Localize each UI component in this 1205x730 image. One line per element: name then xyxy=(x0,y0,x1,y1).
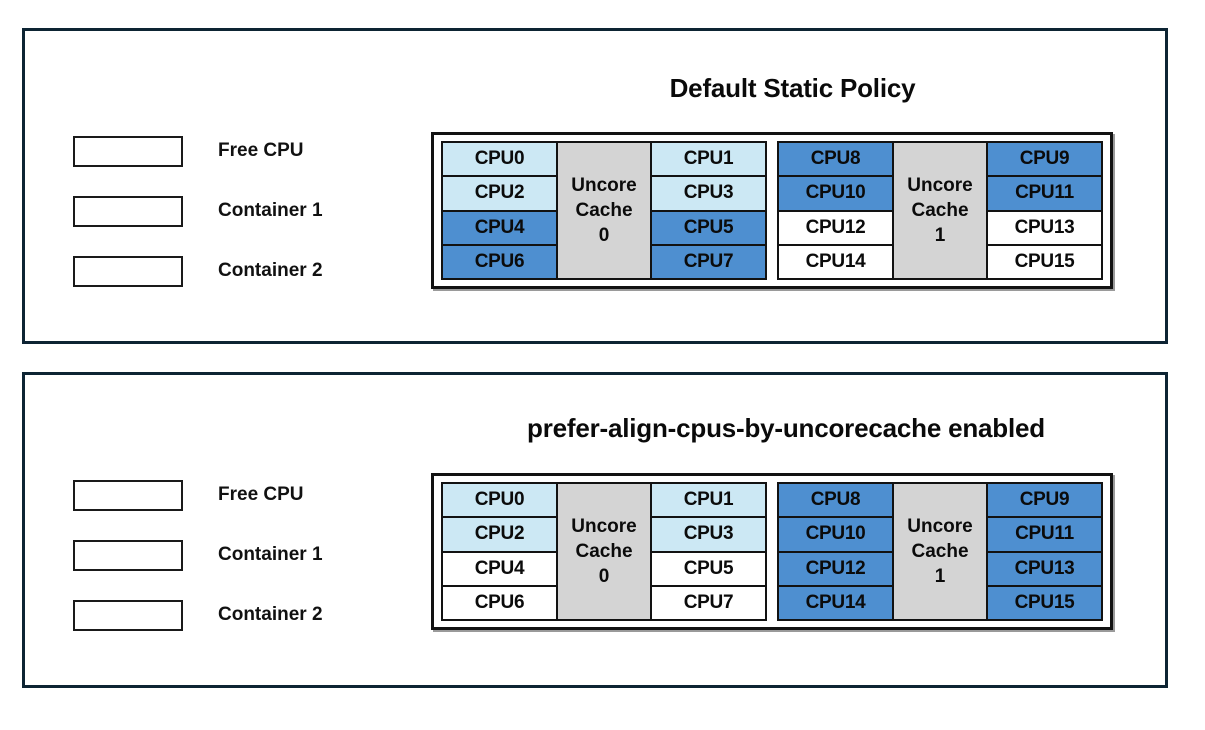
uncore-cache-line-3: 1 xyxy=(934,225,946,247)
cpu-column-right: CPU1 CPU3 CPU5 CPU7 xyxy=(652,484,765,619)
cpu-cell: CPU8 xyxy=(779,484,892,519)
diagram-panel-prefer-align-cpus-by-uncorecache: prefer-align-cpus-by-uncorecache enabled… xyxy=(22,372,1168,688)
legend-item-container-2: Container 2 xyxy=(73,241,323,301)
cpu-column-right: CPU9 CPU11 CPU13 CPU15 xyxy=(988,484,1101,619)
legend-swatch-container-2 xyxy=(73,599,183,631)
cpu-cell: CPU11 xyxy=(988,177,1101,212)
legend-label-free-cpu: Free CPU xyxy=(218,140,304,161)
uncore-cache-line-3: 1 xyxy=(934,566,946,588)
cpu-cell: CPU1 xyxy=(652,484,765,519)
cpu-column-left: CPU8 CPU10 CPU12 CPU14 xyxy=(779,484,892,619)
uncore-cache-line-2: Cache xyxy=(911,540,969,562)
legend-swatch-container-1 xyxy=(73,539,183,571)
legend-item-free-cpu: Free CPU xyxy=(73,465,323,525)
cpu-cell: CPU6 xyxy=(443,245,556,278)
cpu-cell: CPU3 xyxy=(652,177,765,212)
legend: Free CPU Container 1 Container 2 xyxy=(73,465,323,645)
cpu-column-right: CPU9 CPU11 CPU13 CPU15 xyxy=(988,143,1101,278)
cpu-cell: CPU6 xyxy=(443,586,556,619)
cache-group-1: CPU8 CPU10 CPU12 CPU14 Uncore Cache 1 CP… xyxy=(777,141,1103,280)
uncore-cache-line-3: 0 xyxy=(598,566,610,588)
cpu-cell: CPU15 xyxy=(988,586,1101,619)
cpu-column-right: CPU1 CPU3 CPU5 CPU7 xyxy=(652,143,765,278)
cpu-cell: CPU12 xyxy=(779,211,892,246)
legend-swatch-free-cpu xyxy=(73,135,183,167)
legend-label-free-cpu: Free CPU xyxy=(218,484,304,505)
cpu-topology-box: CPU0 CPU2 CPU4 CPU6 Uncore Cache 0 CPU1 … xyxy=(431,473,1113,630)
cpu-topology-box: CPU0 CPU2 CPU4 CPU6 Uncore Cache 0 CPU1 … xyxy=(431,132,1113,289)
legend-item-container-1: Container 1 xyxy=(73,525,323,585)
cpu-cell: CPU1 xyxy=(652,143,765,178)
legend-item-container-2: Container 2 xyxy=(73,585,323,645)
cpu-cell: CPU5 xyxy=(652,211,765,246)
cpu-cell: CPU15 xyxy=(988,245,1101,278)
uncore-cache-line-3: 0 xyxy=(598,225,610,247)
cpu-cell: CPU4 xyxy=(443,552,556,587)
cpu-cell: CPU7 xyxy=(652,586,765,619)
page-title: Default Static Policy xyxy=(669,73,916,103)
cpu-cell: CPU10 xyxy=(779,177,892,212)
cpu-cell: CPU13 xyxy=(988,552,1101,587)
uncore-cache-line-2: Cache xyxy=(575,199,633,221)
cpu-cell: CPU7 xyxy=(652,245,765,278)
cpu-cell: CPU2 xyxy=(443,177,556,212)
cpu-column-left: CPU0 CPU2 CPU4 CPU6 xyxy=(443,484,556,619)
legend-item-free-cpu: Free CPU xyxy=(73,121,323,181)
cpu-cell: CPU2 xyxy=(443,518,556,553)
cpu-cell: CPU9 xyxy=(988,484,1101,519)
uncore-cache-line-1: Uncore xyxy=(571,515,637,537)
legend-label-container-2: Container 2 xyxy=(218,260,323,281)
cache-group-0: CPU0 CPU2 CPU4 CPU6 Uncore Cache 0 CPU1 … xyxy=(441,482,767,621)
cache-group-0: CPU0 CPU2 CPU4 CPU6 Uncore Cache 0 CPU1 … xyxy=(441,141,767,280)
cpu-cell: CPU0 xyxy=(443,143,556,178)
uncore-cache-label-0: Uncore Cache 0 xyxy=(556,484,652,619)
cpu-cell: CPU3 xyxy=(652,518,765,553)
page-title: prefer-align-cpus-by-uncorecache enabled xyxy=(527,413,1045,443)
cpu-cell: CPU11 xyxy=(988,518,1101,553)
cpu-cell: CPU8 xyxy=(779,143,892,178)
legend-swatch-free-cpu xyxy=(73,479,183,511)
uncore-cache-label-1: Uncore Cache 1 xyxy=(892,143,988,278)
uncore-cache-line-1: Uncore xyxy=(907,515,973,537)
legend-label-container-2: Container 2 xyxy=(218,604,323,625)
cpu-cell: CPU14 xyxy=(779,586,892,619)
cpu-cell: CPU0 xyxy=(443,484,556,519)
cpu-cell: CPU4 xyxy=(443,211,556,246)
uncore-cache-line-1: Uncore xyxy=(571,174,637,196)
legend-item-container-1: Container 1 xyxy=(73,181,323,241)
legend-label-container-1: Container 1 xyxy=(218,544,323,565)
cpu-cell: CPU13 xyxy=(988,211,1101,246)
cpu-cell: CPU5 xyxy=(652,552,765,587)
legend-label-container-1: Container 1 xyxy=(218,200,323,221)
cpu-cell: CPU9 xyxy=(988,143,1101,178)
legend-swatch-container-2 xyxy=(73,255,183,287)
legend: Free CPU Container 1 Container 2 xyxy=(73,121,323,301)
uncore-cache-label-0: Uncore Cache 0 xyxy=(556,143,652,278)
legend-swatch-container-1 xyxy=(73,195,183,227)
uncore-cache-line-2: Cache xyxy=(575,540,633,562)
diagram-panel-default-static-policy: Default Static Policy Free CPU Container… xyxy=(22,28,1168,344)
cpu-cell: CPU14 xyxy=(779,245,892,278)
cpu-cell: CPU10 xyxy=(779,518,892,553)
uncore-cache-label-1: Uncore Cache 1 xyxy=(892,484,988,619)
uncore-cache-line-2: Cache xyxy=(911,199,969,221)
uncore-cache-line-1: Uncore xyxy=(907,174,973,196)
cpu-column-left: CPU8 CPU10 CPU12 CPU14 xyxy=(779,143,892,278)
cpu-cell: CPU12 xyxy=(779,552,892,587)
cpu-column-left: CPU0 CPU2 CPU4 CPU6 xyxy=(443,143,556,278)
cache-group-1: CPU8 CPU10 CPU12 CPU14 Uncore Cache 1 CP… xyxy=(777,482,1103,621)
